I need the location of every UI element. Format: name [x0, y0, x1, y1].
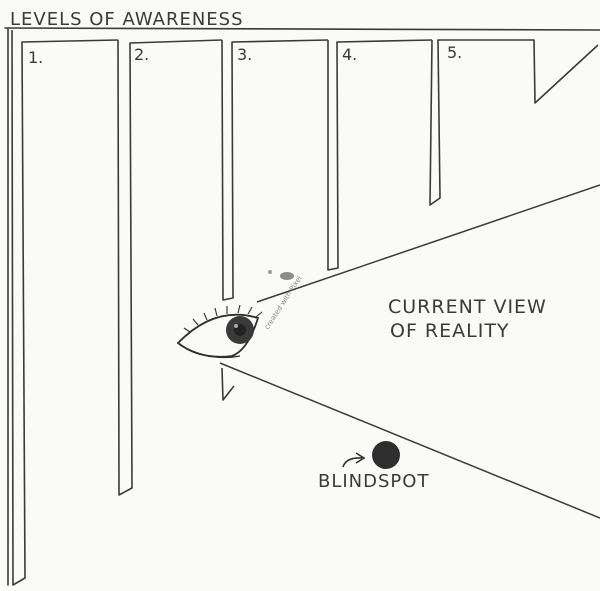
level-pillar-1 — [12, 30, 118, 585]
level-label-2: 2. — [134, 45, 149, 64]
view-cone — [220, 185, 600, 518]
current-view-label-line1: CURRENT VIEW — [388, 296, 547, 318]
blindspot-label: BLINDSPOT — [318, 471, 429, 492]
level-pillar-4 — [328, 40, 432, 270]
level-pillar-3 — [222, 40, 328, 300]
blindspot: BLINDSPOT — [318, 441, 429, 492]
level-label-4: 4. — [342, 45, 357, 64]
specks — [268, 270, 294, 280]
level-pillar-2 — [118, 40, 222, 495]
eye-icon — [178, 305, 262, 358]
view-cone-upper-edge — [257, 185, 600, 302]
level-label-5: 5. — [447, 43, 462, 62]
diagram-title: LEVELS OF AWARENESS — [10, 9, 244, 30]
level-label-3: 3. — [237, 45, 252, 64]
blindspot-dot — [372, 441, 400, 469]
curved-arrow-icon — [343, 453, 364, 467]
level-pillar-5 — [430, 40, 598, 205]
watermark-text: created with Pixel — [263, 275, 304, 332]
level-pillar-3-lower — [222, 368, 234, 400]
view-cone-lower-edge — [220, 363, 600, 518]
level-label-1: 1. — [28, 48, 43, 67]
current-view-label-line2: OF REALITY — [390, 320, 510, 342]
